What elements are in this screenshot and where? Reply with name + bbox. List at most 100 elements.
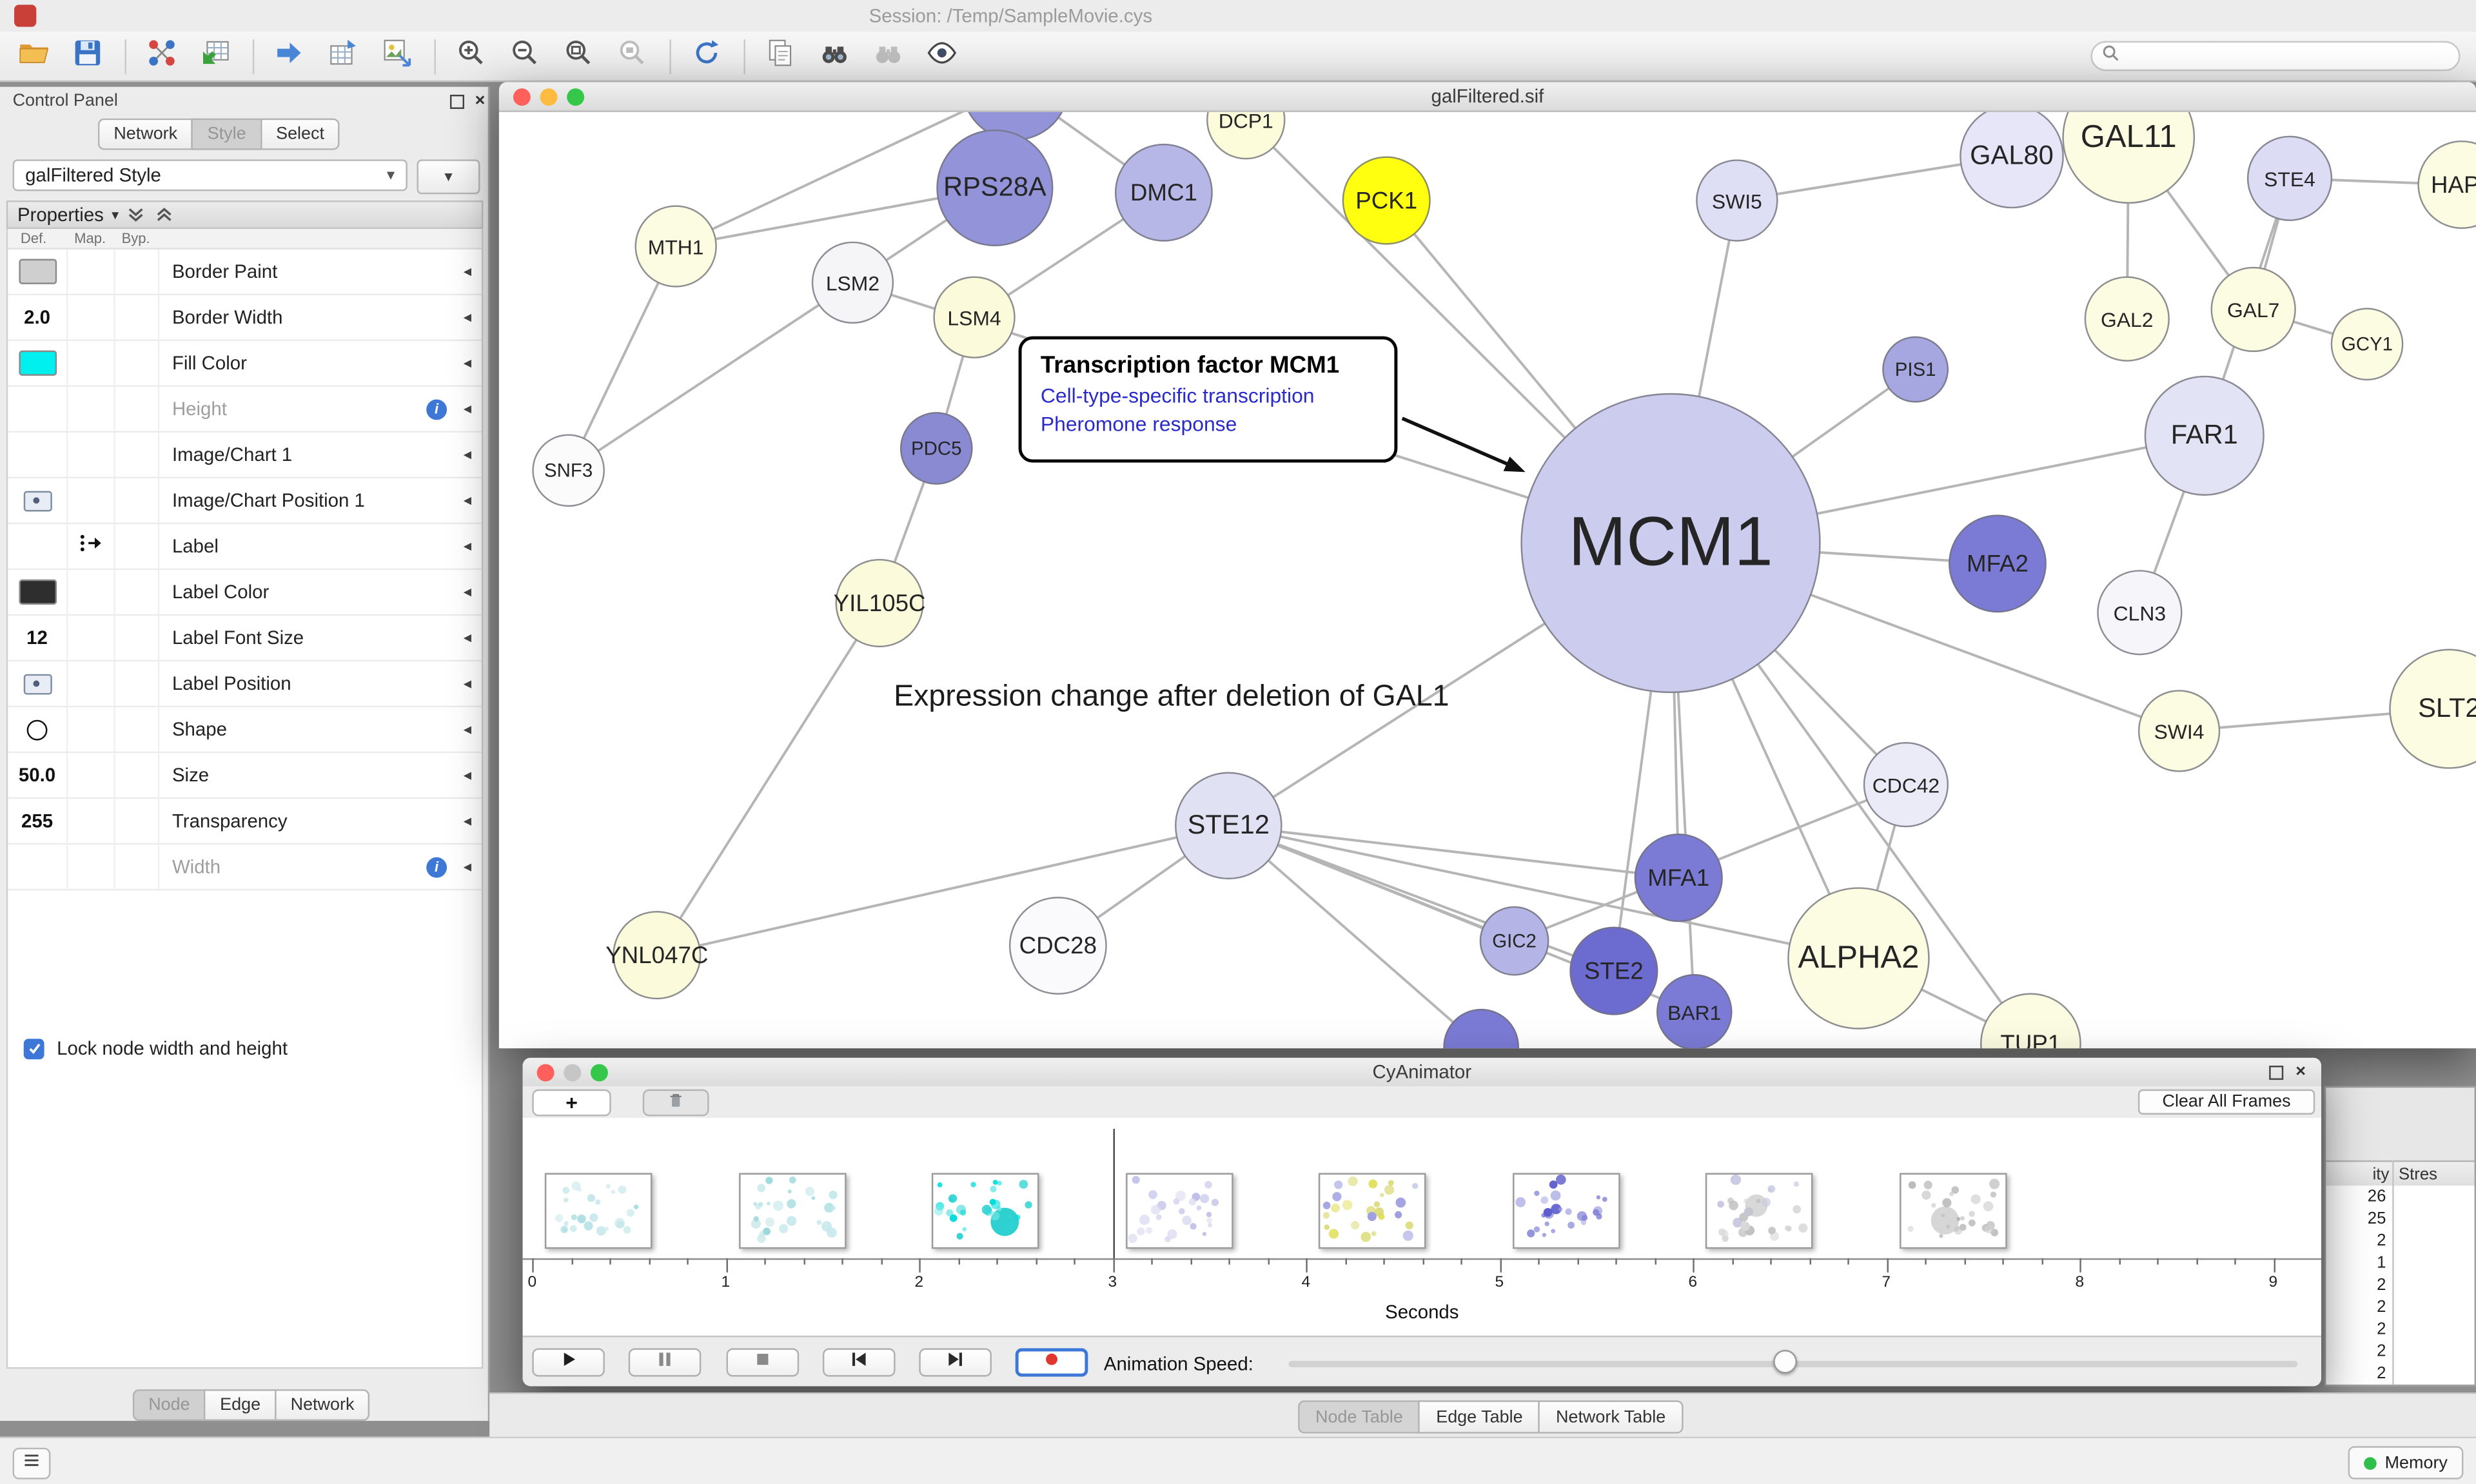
network-node[interactable]: BAR1 <box>1656 974 1733 1049</box>
expand-arrow-icon[interactable]: ◂ <box>463 354 472 372</box>
cyanimator-titlebar[interactable]: CyAnimator × <box>522 1057 2322 1088</box>
network-node[interactable]: GAL7 <box>2210 266 2296 353</box>
zoom-out-button[interactable] <box>504 35 546 77</box>
expand-arrow-icon[interactable]: ◂ <box>463 537 472 555</box>
info-icon[interactable]: i <box>426 398 447 420</box>
property-row[interactable]: Shape◂ <box>8 707 482 754</box>
zoom-in-button[interactable] <box>450 35 493 77</box>
network-node[interactable]: CLN3 <box>2097 570 2183 656</box>
frame-thumbnail[interactable] <box>1125 1173 1233 1249</box>
style-options-button[interactable]: ▾ <box>417 159 480 195</box>
expand-arrow-icon[interactable]: ◂ <box>463 766 472 784</box>
network-edge[interactable] <box>1228 825 1482 1048</box>
expand-arrow-icon[interactable]: ◂ <box>463 400 472 418</box>
float-window-icon[interactable] <box>2268 1064 2283 1080</box>
tab-network[interactable]: Network <box>275 1389 370 1421</box>
table-row[interactable]: 1 <box>2326 1252 2474 1274</box>
property-row[interactable]: Image/Chart 1◂ <box>8 433 482 479</box>
float-window-icon[interactable] <box>449 93 464 108</box>
expand-arrow-icon[interactable]: ◂ <box>463 629 472 647</box>
show-all-button[interactable] <box>921 35 963 77</box>
frame-thumbnail[interactable] <box>1318 1173 1426 1249</box>
expand-all-icon[interactable] <box>153 204 175 225</box>
network-edge[interactable] <box>656 602 881 956</box>
refresh-view-button[interactable] <box>685 35 728 77</box>
frame-thumbnail[interactable] <box>738 1173 846 1249</box>
network-node[interactable]: GAL2 <box>2084 276 2170 362</box>
table-row[interactable]: 2 <box>2326 1296 2474 1318</box>
column-header[interactable]: Stres <box>2399 1165 2438 1184</box>
info-icon[interactable]: i <box>426 856 447 877</box>
mcm1-annotation[interactable]: Transcription factor MCM1 Cell-type-spec… <box>1018 336 1398 463</box>
table-row[interactable]: 2 <box>2326 1318 2474 1340</box>
search-input[interactable] <box>2127 44 2459 68</box>
network-node[interactable]: CDC42 <box>1863 742 1949 828</box>
network-node[interactable]: PDC5 <box>899 412 973 485</box>
tab-node-table[interactable]: Node Table <box>1298 1400 1419 1434</box>
network-node[interactable]: GAL80 <box>1960 112 2064 209</box>
network-edge[interactable] <box>656 824 1229 957</box>
pause-button[interactable] <box>628 1348 702 1377</box>
network-node[interactable]: GCY1 <box>2330 308 2404 381</box>
network-node[interactable]: STE2 <box>1569 926 1658 1015</box>
expand-arrow-icon[interactable]: ◂ <box>463 445 472 464</box>
table-row[interactable]: 25 <box>2326 1207 2474 1229</box>
network-node[interactable]: STE4 <box>2246 135 2333 221</box>
network-node[interactable]: STE12 <box>1175 772 1282 880</box>
frame-thumbnail[interactable] <box>544 1173 653 1249</box>
first-neighbors-button[interactable] <box>813 35 856 77</box>
tab-style[interactable]: Style <box>192 118 260 150</box>
color-swatch[interactable] <box>18 259 56 284</box>
style-selector[interactable]: galFiltered Style ▾ <box>12 159 408 191</box>
minimize-window-icon[interactable] <box>540 88 558 106</box>
network-node[interactable]: SWI5 <box>1696 159 1778 242</box>
network-node[interactable]: YNL047C <box>605 911 708 1000</box>
lock-size-row[interactable]: Lock node width and height <box>23 1037 288 1059</box>
tab-edge[interactable]: Edge <box>204 1389 275 1421</box>
minimize-window-icon[interactable] <box>564 1064 582 1082</box>
close-panel-icon[interactable]: × <box>2295 1062 2306 1082</box>
network-edge[interactable] <box>567 246 677 471</box>
close-panel-icon[interactable]: × <box>475 92 486 111</box>
close-window-icon[interactable] <box>536 1064 555 1082</box>
stop-button[interactable] <box>726 1348 800 1377</box>
tab-node[interactable]: Node <box>132 1389 204 1421</box>
network-node[interactable]: LSM2 <box>811 241 894 324</box>
expand-arrow-icon[interactable]: ◂ <box>463 812 472 830</box>
network-node[interactable]: DMC1 <box>1114 143 1213 242</box>
table-row[interactable]: 2 <box>2326 1362 2474 1384</box>
frame-thumbnail[interactable] <box>1705 1173 1813 1249</box>
network-node[interactable]: SNF3 <box>532 434 605 507</box>
expand-arrow-icon[interactable]: ◂ <box>463 583 472 601</box>
go-to-start-button[interactable] <box>822 1348 896 1377</box>
properties-header[interactable]: Properties ▾ <box>6 200 484 229</box>
zoom-window-icon[interactable] <box>590 1064 608 1082</box>
network-node[interactable]: RPS28A <box>936 129 1054 247</box>
expand-arrow-icon[interactable]: ◂ <box>463 262 472 280</box>
export-table-button[interactable] <box>322 35 365 77</box>
record-button[interactable] <box>1015 1348 1088 1377</box>
color-swatch[interactable] <box>18 350 56 376</box>
tab-select[interactable]: Select <box>260 118 340 150</box>
network-node[interactable]: MCM1 <box>1520 393 1821 694</box>
export-image-button[interactable] <box>376 35 418 77</box>
search-box[interactable] <box>2090 41 2461 72</box>
table-row[interactable]: 2 <box>2326 1340 2474 1362</box>
network-node[interactable]: MFA1 <box>1634 834 1723 923</box>
zoom-selected-button[interactable] <box>611 35 654 77</box>
tab-network-table[interactable]: Network Table <box>1538 1400 1684 1434</box>
hide-selected-button[interactable] <box>867 35 909 77</box>
expand-arrow-icon[interactable]: ◂ <box>463 491 472 509</box>
zoom-window-icon[interactable] <box>567 88 585 106</box>
network-node[interactable]: ALPHA2 <box>1787 887 1930 1030</box>
tab-edge-table[interactable]: Edge Table <box>1419 1400 1539 1434</box>
delete-frame-button[interactable] <box>642 1089 709 1117</box>
annotation-link[interactable]: Pheromone response <box>1040 412 1237 436</box>
expand-arrow-icon[interactable]: ◂ <box>463 858 472 875</box>
network-node[interactable]: CDC28 <box>1008 897 1107 995</box>
